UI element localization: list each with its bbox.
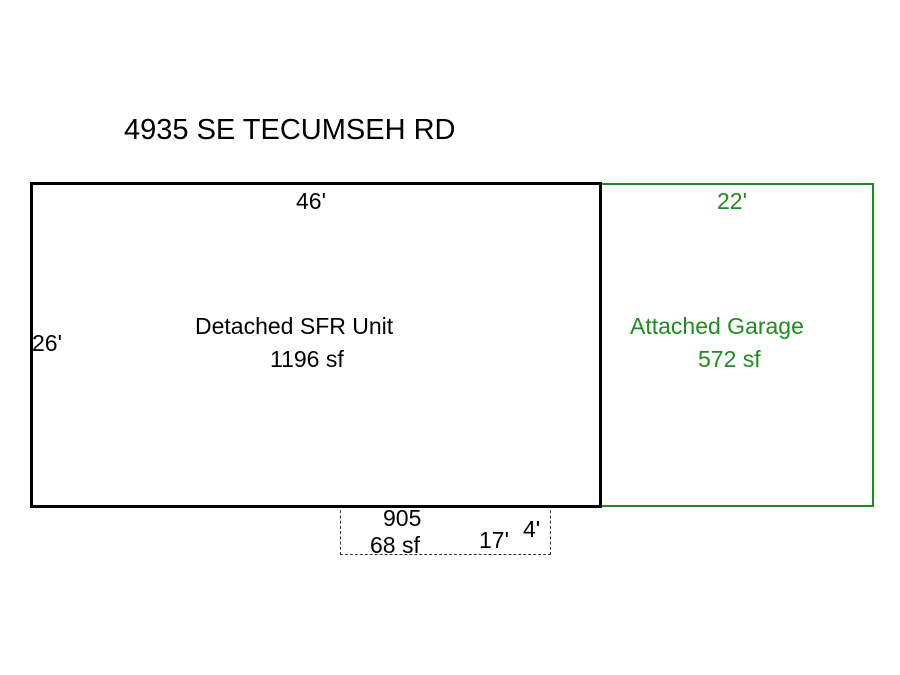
- garage-name: Attached Garage: [630, 313, 804, 339]
- main-depth-label: 26': [32, 330, 62, 356]
- garage-width-label: 22': [717, 188, 747, 214]
- main-width-label: 46': [296, 188, 326, 214]
- property-address-title: 4935 SE TECUMSEH RD: [124, 114, 456, 146]
- porch-area: 68 sf: [370, 532, 420, 558]
- porch-width-label: 17': [479, 527, 509, 553]
- garage-area: 572 sf: [698, 346, 761, 372]
- porch-depth-label: 4': [523, 516, 541, 542]
- main-unit-area: 1196 sf: [270, 346, 344, 372]
- main-unit-name: Detached SFR Unit: [195, 313, 394, 339]
- main-unit-outline: [30, 182, 602, 508]
- porch-code: 905: [383, 505, 422, 531]
- garage-outline: [599, 183, 874, 507]
